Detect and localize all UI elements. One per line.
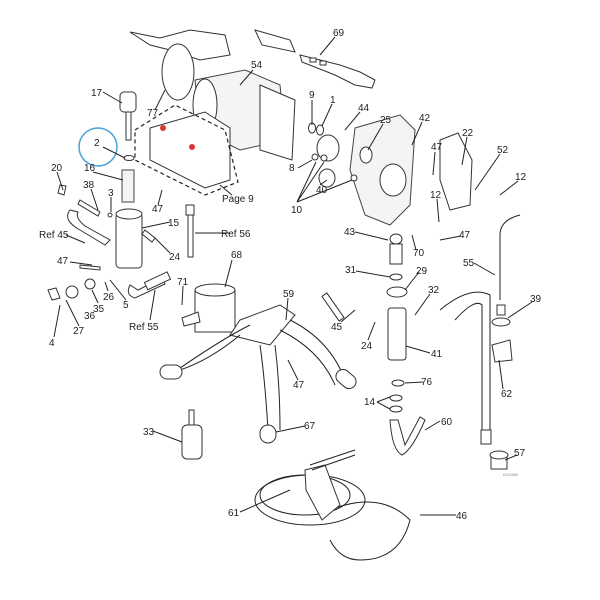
callout-38: 38	[83, 180, 95, 191]
callout-9: 9	[309, 90, 315, 101]
control-box	[134, 104, 239, 196]
callout-47: 47	[57, 256, 69, 267]
callout-15: 15	[168, 218, 180, 229]
callout-59: 59	[283, 289, 295, 300]
callout-32: 32	[428, 285, 440, 296]
callout-44: 44	[358, 103, 370, 114]
callout-67: 67	[304, 421, 316, 432]
bucket-part-68	[181, 283, 236, 333]
cart-frame-59	[159, 304, 357, 444]
callout-25: 25	[380, 115, 392, 126]
callout-ref-45: Ref 45	[39, 230, 69, 241]
callout-27: 27	[73, 326, 85, 337]
callout-22: 22	[462, 128, 474, 139]
callout-16: 16	[84, 163, 96, 174]
callout-12: 12	[515, 172, 527, 183]
callout-35: 35	[93, 304, 105, 315]
leader-lines	[53, 36, 533, 516]
callout-12: 12	[430, 190, 442, 201]
callout-31: 31	[345, 265, 357, 276]
callout-3: 3	[108, 188, 114, 199]
callout-33: 33	[143, 427, 155, 438]
callout-36: 36	[84, 311, 96, 322]
hose-and-gun-46-61	[254, 449, 411, 561]
callout-70: 70	[413, 248, 425, 259]
callout-55: 55	[463, 258, 475, 269]
callout-45: 45	[331, 322, 343, 333]
inlet-housing-15	[67, 208, 156, 269]
filter-part-17	[119, 91, 137, 203]
callout-26: 26	[103, 292, 115, 303]
callout-62: 62	[501, 389, 513, 400]
fan-part-77	[161, 43, 195, 101]
callout-60: 60	[441, 417, 453, 428]
callout-39: 39	[530, 294, 542, 305]
callout-57: 57	[514, 448, 526, 459]
callout-71: 71	[177, 277, 189, 288]
frame-top-part	[129, 29, 296, 61]
callout-47: 47	[152, 204, 164, 215]
figure-id: ti13256b	[503, 472, 519, 477]
callout-61: 61	[228, 508, 240, 519]
highlight-circle	[78, 127, 118, 167]
callout-47: 47	[431, 142, 443, 153]
callout-69: 69	[333, 28, 345, 39]
callout-5: 5	[123, 300, 129, 311]
handle-part-69	[299, 54, 376, 89]
callout-47: 47	[459, 230, 471, 241]
callout-24: 24	[361, 341, 373, 352]
callout-52: 52	[497, 145, 509, 156]
callout-24: 24	[169, 252, 181, 263]
callout-43: 43	[344, 227, 356, 238]
callout-1: 1	[330, 95, 336, 106]
tube-part-ref56	[185, 204, 195, 258]
tube-part-55	[491, 214, 521, 327]
clip-part-62	[491, 339, 513, 363]
callout-20: 20	[51, 163, 63, 174]
callout-page-9: Page 9	[222, 194, 254, 205]
callout-41: 41	[431, 349, 443, 360]
pump-parts	[308, 114, 473, 456]
callout-29: 29	[416, 266, 428, 277]
callout-46: 46	[456, 511, 468, 522]
suction-tube-60	[439, 291, 509, 470]
callout-ref-56: Ref 56	[221, 229, 251, 240]
callout-77: 77	[147, 108, 159, 119]
callout-42: 42	[419, 113, 431, 124]
callout-ref-55: Ref 55	[129, 322, 159, 333]
bottle-part-33	[181, 409, 203, 460]
callout-8: 8	[289, 163, 295, 174]
callout-14: 14	[364, 397, 376, 408]
callout-17: 17	[91, 88, 103, 99]
callout-40: 40	[316, 185, 328, 196]
small-fittings	[47, 184, 113, 301]
callout-4: 4	[49, 338, 55, 349]
callout-76: 76	[421, 377, 433, 388]
callout-2: 2	[94, 138, 100, 149]
callout-47: 47	[293, 380, 305, 391]
tube-part-ref55	[127, 271, 172, 299]
callout-labels: 69 54 17 77 2 9 1 44 25 42 47 22 52 8 40…	[39, 28, 542, 522]
callout-54: 54	[251, 60, 263, 71]
callout-68: 68	[231, 250, 243, 261]
callout-10: 10	[291, 205, 303, 216]
